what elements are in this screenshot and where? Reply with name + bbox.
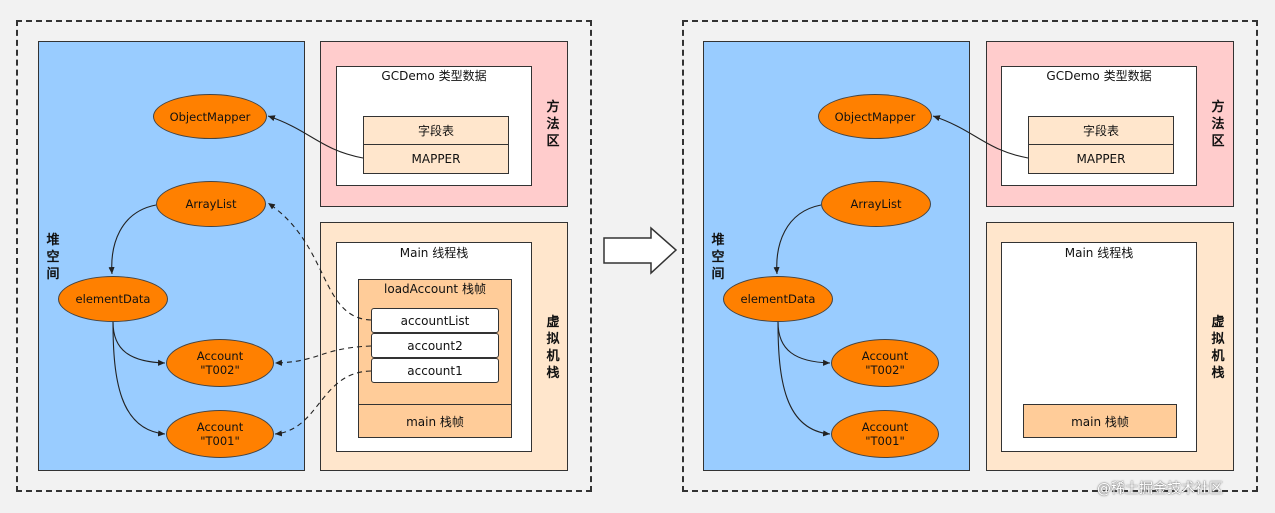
mapper-field-after: MAPPER [1028,144,1174,174]
arraylist-to-elementdata-arrow [108,204,157,275]
main-thread-stack-title-after: Main 线程栈 [1064,246,1134,260]
arraylist-to-elementdata-arrow-after [773,204,822,275]
load-account-frame-title: loadAccount 栈帧 [384,282,486,296]
main-thread-stack-title: Main 线程栈 [399,246,469,260]
heap-label: 堆 空 间 [46,233,60,282]
elementdata-to-t001-arrow [112,321,166,437]
main-frame-label-after: main 栈帧 [1071,414,1129,429]
object-mapper-node: ObjectMapper [153,94,267,139]
heap-label-after: 堆 空 间 [711,233,725,282]
mapper-field: MAPPER [363,144,509,174]
mapper-to-objectmapper-arrow [267,115,364,159]
class-data-title-after: GCDemo 类型数据 [1046,69,1152,83]
array-list-node-after: ArrayList [821,181,931,227]
accountlist-to-arraylist-arrow [267,202,372,321]
vm-stack-label: 虚 拟 机 栈 [546,315,560,381]
main-frame-label: main 栈帧 [406,414,464,429]
elementdata-to-t002-arrow-after [777,321,831,366]
class-data-title: GCDemo 类型数据 [381,69,487,83]
after-panel [682,20,1258,492]
elementdata-to-t001-arrow-after [777,321,831,437]
object-mapper-node-after: ObjectMapper [818,94,932,139]
watermark: @稀土掘金技术社区 [1097,481,1223,497]
local-var-account1: account1 [371,358,499,383]
transition-arrow [603,226,678,275]
account2-to-t002-arrow [274,345,372,366]
main-frame: main 栈帧 [358,404,512,438]
before-panel [16,20,592,492]
field-table-header-after: 字段表 [1028,116,1174,145]
vm-stack-label-after: 虚 拟 机 栈 [1211,315,1225,381]
account-t002-node-after: Account"T002" [831,339,939,387]
account1-to-t001-arrow [274,370,372,437]
local-var-account-list: accountList [371,308,499,333]
account-t001-node-after: Account"T001" [831,410,939,458]
account-t002-node: Account"T002" [166,339,274,387]
local-var-account2: account2 [371,333,499,358]
field-table-header: 字段表 [363,116,509,145]
element-data-node: elementData [58,276,168,322]
element-data-node-after: elementData [723,276,833,322]
array-list-node: ArrayList [156,181,266,227]
method-area-label: 方 法 区 [546,100,560,149]
elementdata-to-t002-arrow [112,321,166,366]
mapper-to-objectmapper-arrow-after [932,115,1029,159]
method-area-label-after: 方 法 区 [1211,100,1225,149]
account-t001-node: Account"T001" [166,410,274,458]
main-frame-after: main 栈帧 [1023,404,1177,438]
